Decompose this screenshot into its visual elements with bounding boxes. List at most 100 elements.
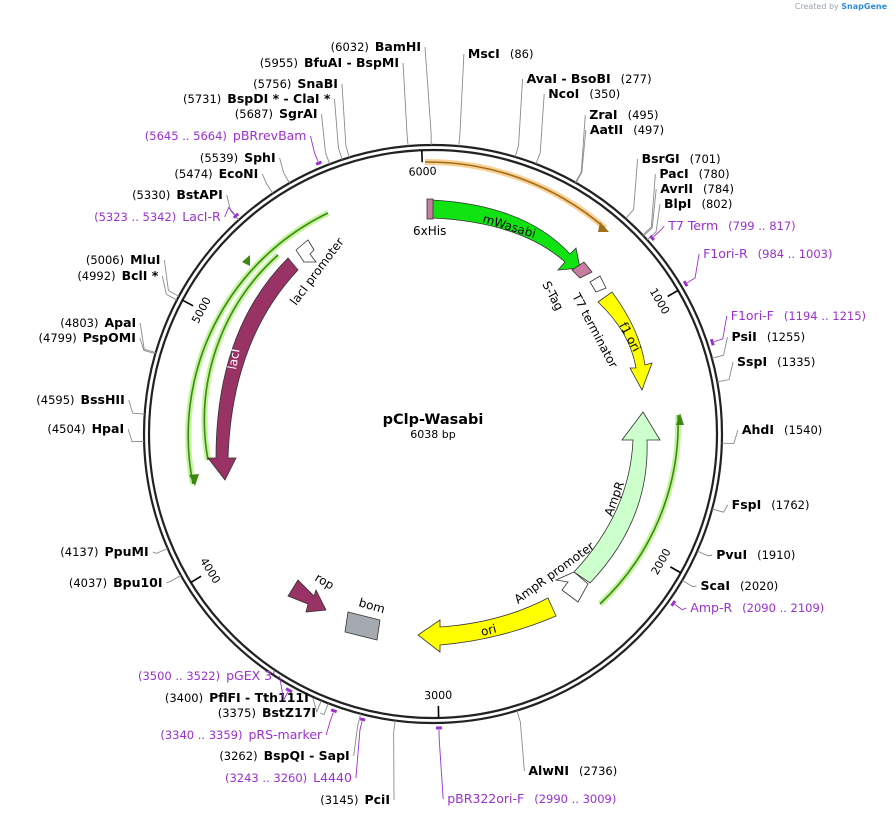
site-bstapi[interactable]: BstAPI(5330) [132, 187, 223, 202]
feature-arrows [207, 198, 661, 653]
site-avai-bsobi[interactable]: AvaI - BsoBI(277) [527, 71, 652, 86]
primer-prs-marker[interactable]: pRS-marker(3340 .. 3359) [160, 712, 334, 742]
site-name: Bpu10I [113, 575, 162, 590]
site-name: PciI [364, 792, 390, 807]
primer-range: (3243 .. 3260) [225, 771, 307, 785]
primer-range: (5645 .. 5664) [145, 129, 227, 143]
primer-leader [714, 315, 728, 343]
leader-bfuai-bspmi [402, 62, 409, 147]
site-fspi[interactable]: FspI(1762) [732, 497, 810, 512]
site-mlui[interactable]: MluI(5006) [86, 252, 161, 267]
primer-f1ori-r[interactable]: F1ori-R(984 .. 1003) [687, 246, 832, 283]
site-pcii[interactable]: PciI(3145) [320, 792, 390, 807]
primer-leader [687, 253, 700, 283]
site-position: (802) [701, 197, 732, 211]
primer-f1ori-f[interactable]: F1ori-F(1194 .. 1215) [714, 308, 866, 343]
site-position: (497) [633, 123, 664, 137]
primer-l4440[interactable]: L4440(3243 .. 3260) [225, 721, 363, 785]
site-pspomi[interactable]: PspOMI(4799) [39, 330, 136, 345]
site-name: BspDI * - ClaI * [227, 91, 331, 106]
primer-name: pBRrevBam [233, 128, 307, 143]
site-bspdi-clai[interactable]: BspDI * - ClaI * (5731) [183, 91, 331, 106]
site-bcli[interactable]: BclI *(4992) [77, 268, 158, 283]
site-snabi[interactable]: SnaBI(5756) [253, 76, 338, 91]
leader-avai-bsobi [514, 78, 524, 158]
site-position: (3400) [165, 691, 203, 705]
primer-pbr322ori-f[interactable]: pBR322ori-F(2990 .. 3009) [438, 729, 616, 806]
site-econi[interactable]: EcoNI(5474) [174, 166, 258, 181]
site-bfuai-bspmi[interactable]: BfuAI - BspMI(5955) [260, 55, 399, 70]
leader-scai [681, 580, 697, 587]
tick-label-4000: 4000 [197, 555, 223, 586]
snapgene-brand: Created by SnapGene [795, 2, 887, 11]
site-pflfi-tth111i[interactable]: PflFI - Tth111I(3400) [165, 690, 309, 705]
site-avrii[interactable]: AvrII(784) [660, 181, 734, 196]
leader-pvui [697, 550, 713, 557]
site-sphi[interactable]: SphI(5539) [200, 150, 276, 165]
primer-t7-term[interactable]: T7 Term(799 .. 817) [653, 218, 796, 237]
site-ncoi[interactable]: NcoI(350) [548, 86, 620, 101]
primer-range: (5323 .. 5342) [94, 210, 176, 224]
site-psii[interactable]: PsiI(1255) [732, 329, 806, 344]
primer-leader [438, 729, 444, 800]
label-ori: ori [479, 622, 498, 639]
site-name: BlpI [664, 196, 691, 211]
feature-T7-terminator[interactable] [589, 275, 607, 293]
site-bpu10i[interactable]: Bpu10I(4037) [69, 575, 163, 590]
site-aatii[interactable]: AatII(497) [590, 122, 664, 137]
restriction-sites: BamHI(6032)BfuAI - BspMI(5955) SnaBI(5756… [36, 39, 822, 807]
site-position: (1910) [757, 548, 795, 562]
primer-range: (2990 .. 3009) [534, 792, 616, 806]
site-apai[interactable]: ApaI(4803) [60, 315, 136, 330]
site-paci[interactable]: PacI(780) [659, 166, 729, 181]
primer-mark-pgex-3 [285, 687, 293, 694]
site-position: (4992) [77, 269, 115, 283]
site-position: (2736) [579, 764, 617, 778]
site-position: (1335) [777, 355, 815, 369]
site-hpai[interactable]: HpaI(4504) [47, 421, 124, 436]
primer-name: F1ori-F [731, 308, 774, 323]
site-bsshii[interactable]: BssHII(4595) [36, 392, 124, 407]
site-ppumi[interactable]: PpuMI(4137) [60, 544, 148, 559]
feature-AmpR-promoter[interactable] [554, 571, 589, 603]
site-scai[interactable]: ScaI(2020) [701, 578, 779, 593]
site-alwni[interactable]: AlwNI (2736) [528, 763, 617, 778]
site-position: (5731) [183, 92, 221, 106]
site-name: PspOMI [83, 330, 136, 345]
tick-mark-4000 [190, 575, 202, 584]
backbone-outer-ring [142, 143, 724, 725]
feature-rop[interactable] [287, 579, 327, 613]
primer-laci-r[interactable]: LacI-R(5323 .. 5342) [94, 206, 236, 224]
site-bsrgi[interactable]: BsrGI(701) [642, 151, 721, 166]
site-sgrai[interactable]: SgrAI(5687) [235, 106, 318, 121]
site-zrai[interactable]: ZraI(495) [589, 107, 658, 122]
site-position: (780) [699, 167, 730, 181]
feature-mWasabi[interactable] [431, 199, 581, 271]
site-blpi[interactable]: BlpI (802) [664, 196, 732, 211]
site-ahdi[interactable]: AhdI(1540) [742, 422, 822, 437]
feature-lacI-promoter[interactable] [295, 239, 317, 263]
primer-mark-prs-marker [330, 708, 338, 714]
primer-pbrrevbam[interactable]: pBRrevBam (5645 .. 5664) [145, 128, 319, 162]
site-sspi[interactable]: SspI(1335) [737, 354, 815, 369]
site-position: (350) [589, 87, 620, 101]
tick-mark-1000 [667, 289, 679, 298]
site-position: (4803) [60, 316, 98, 330]
primer-amp-r[interactable]: Amp-R(2090 .. 2109) [674, 600, 824, 615]
site-bspqi-sapi[interactable]: BspQI - SapI(3262) [219, 748, 349, 763]
leader-alwni [516, 710, 525, 772]
site-pvui[interactable]: PvuI(1910) [716, 547, 795, 562]
site-position: (4504) [47, 422, 85, 436]
feature-6xHis[interactable] [426, 198, 434, 220]
primer-pgex-3[interactable]: pGEX 3'(3500 .. 3522) [138, 668, 289, 702]
feature-lacI[interactable] [207, 257, 299, 481]
site-position: (5006) [86, 253, 124, 267]
site-bamhi[interactable]: BamHI(6032) [331, 39, 421, 54]
feature-ori[interactable] [417, 597, 557, 653]
feature-f1-ori[interactable] [597, 291, 653, 391]
feature-S-Tag[interactable] [571, 261, 593, 279]
site-msci[interactable]: MscI(86) [468, 46, 534, 61]
site-name: AlwNI [528, 763, 569, 778]
feature-bom[interactable] [344, 611, 381, 641]
site-bstz17i[interactable]: BstZ17I(3375) [218, 705, 316, 720]
